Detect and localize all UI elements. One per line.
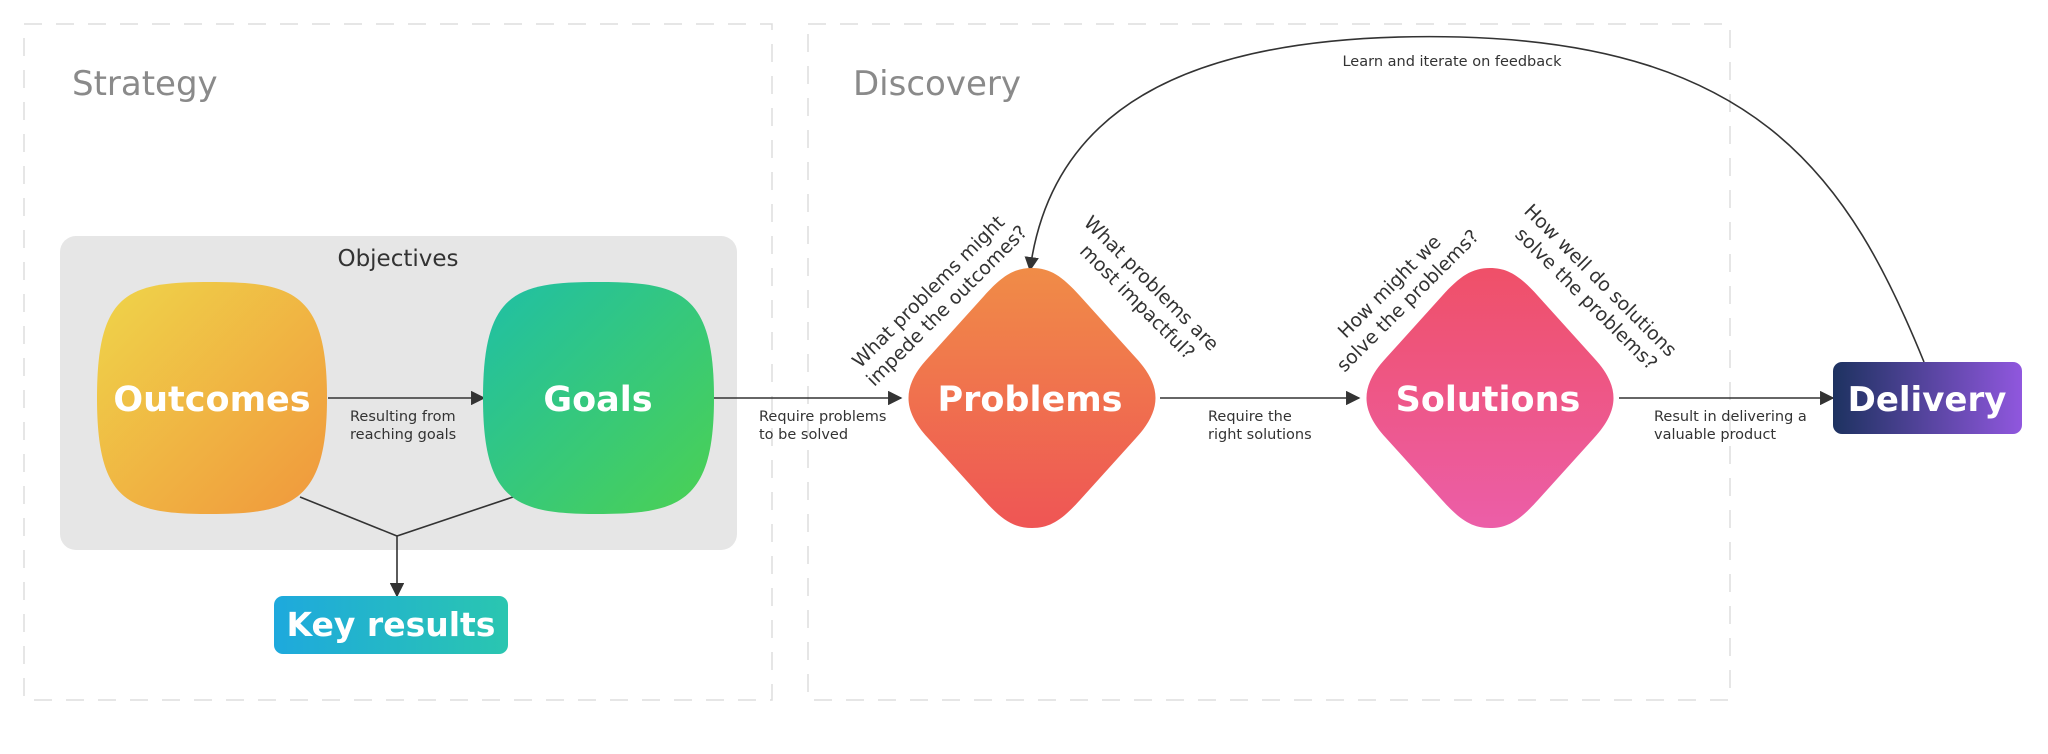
- objectives-group-title: Objectives: [337, 246, 458, 272]
- solutions-node-label: Solutions: [1396, 380, 1581, 420]
- key-results-node-label: Key results: [287, 605, 496, 644]
- strategy-section-frame: [23, 23, 773, 701]
- edge-label-problems-solutions: Require the right solutions: [1208, 409, 1312, 443]
- edge-objectives-keyresults: [299, 496, 514, 596]
- problems-node: Problems: [908, 268, 1156, 528]
- problems-node-label: Problems: [937, 380, 1122, 420]
- goals-node-label: Goals: [543, 380, 652, 420]
- edge-label-goals-problems: Require problems to be solved: [759, 409, 891, 443]
- key-results-node: Key results: [274, 596, 508, 654]
- discovery-section-frame: [807, 23, 1731, 701]
- strategy-section-title: Strategy: [72, 64, 218, 104]
- discovery-section-title: Discovery: [853, 64, 1021, 104]
- edge-label-solutions-delivery: Result in delivering a valuable product: [1654, 409, 1811, 443]
- delivery-node: Delivery: [1833, 362, 2022, 434]
- edge-feedback-loop: [1024, 35, 1925, 363]
- goals-node: Goals: [483, 282, 714, 514]
- delivery-node-label: Delivery: [1848, 380, 2007, 420]
- edge-label-feedback: Learn and iterate on feedback: [1342, 54, 1562, 70]
- outcomes-node: Outcomes: [97, 282, 327, 514]
- solutions-node: Solutions: [1366, 268, 1614, 528]
- edge-label-outcomes-goals: Resulting from reaching goals: [350, 409, 460, 443]
- outcomes-node-label: Outcomes: [113, 380, 310, 420]
